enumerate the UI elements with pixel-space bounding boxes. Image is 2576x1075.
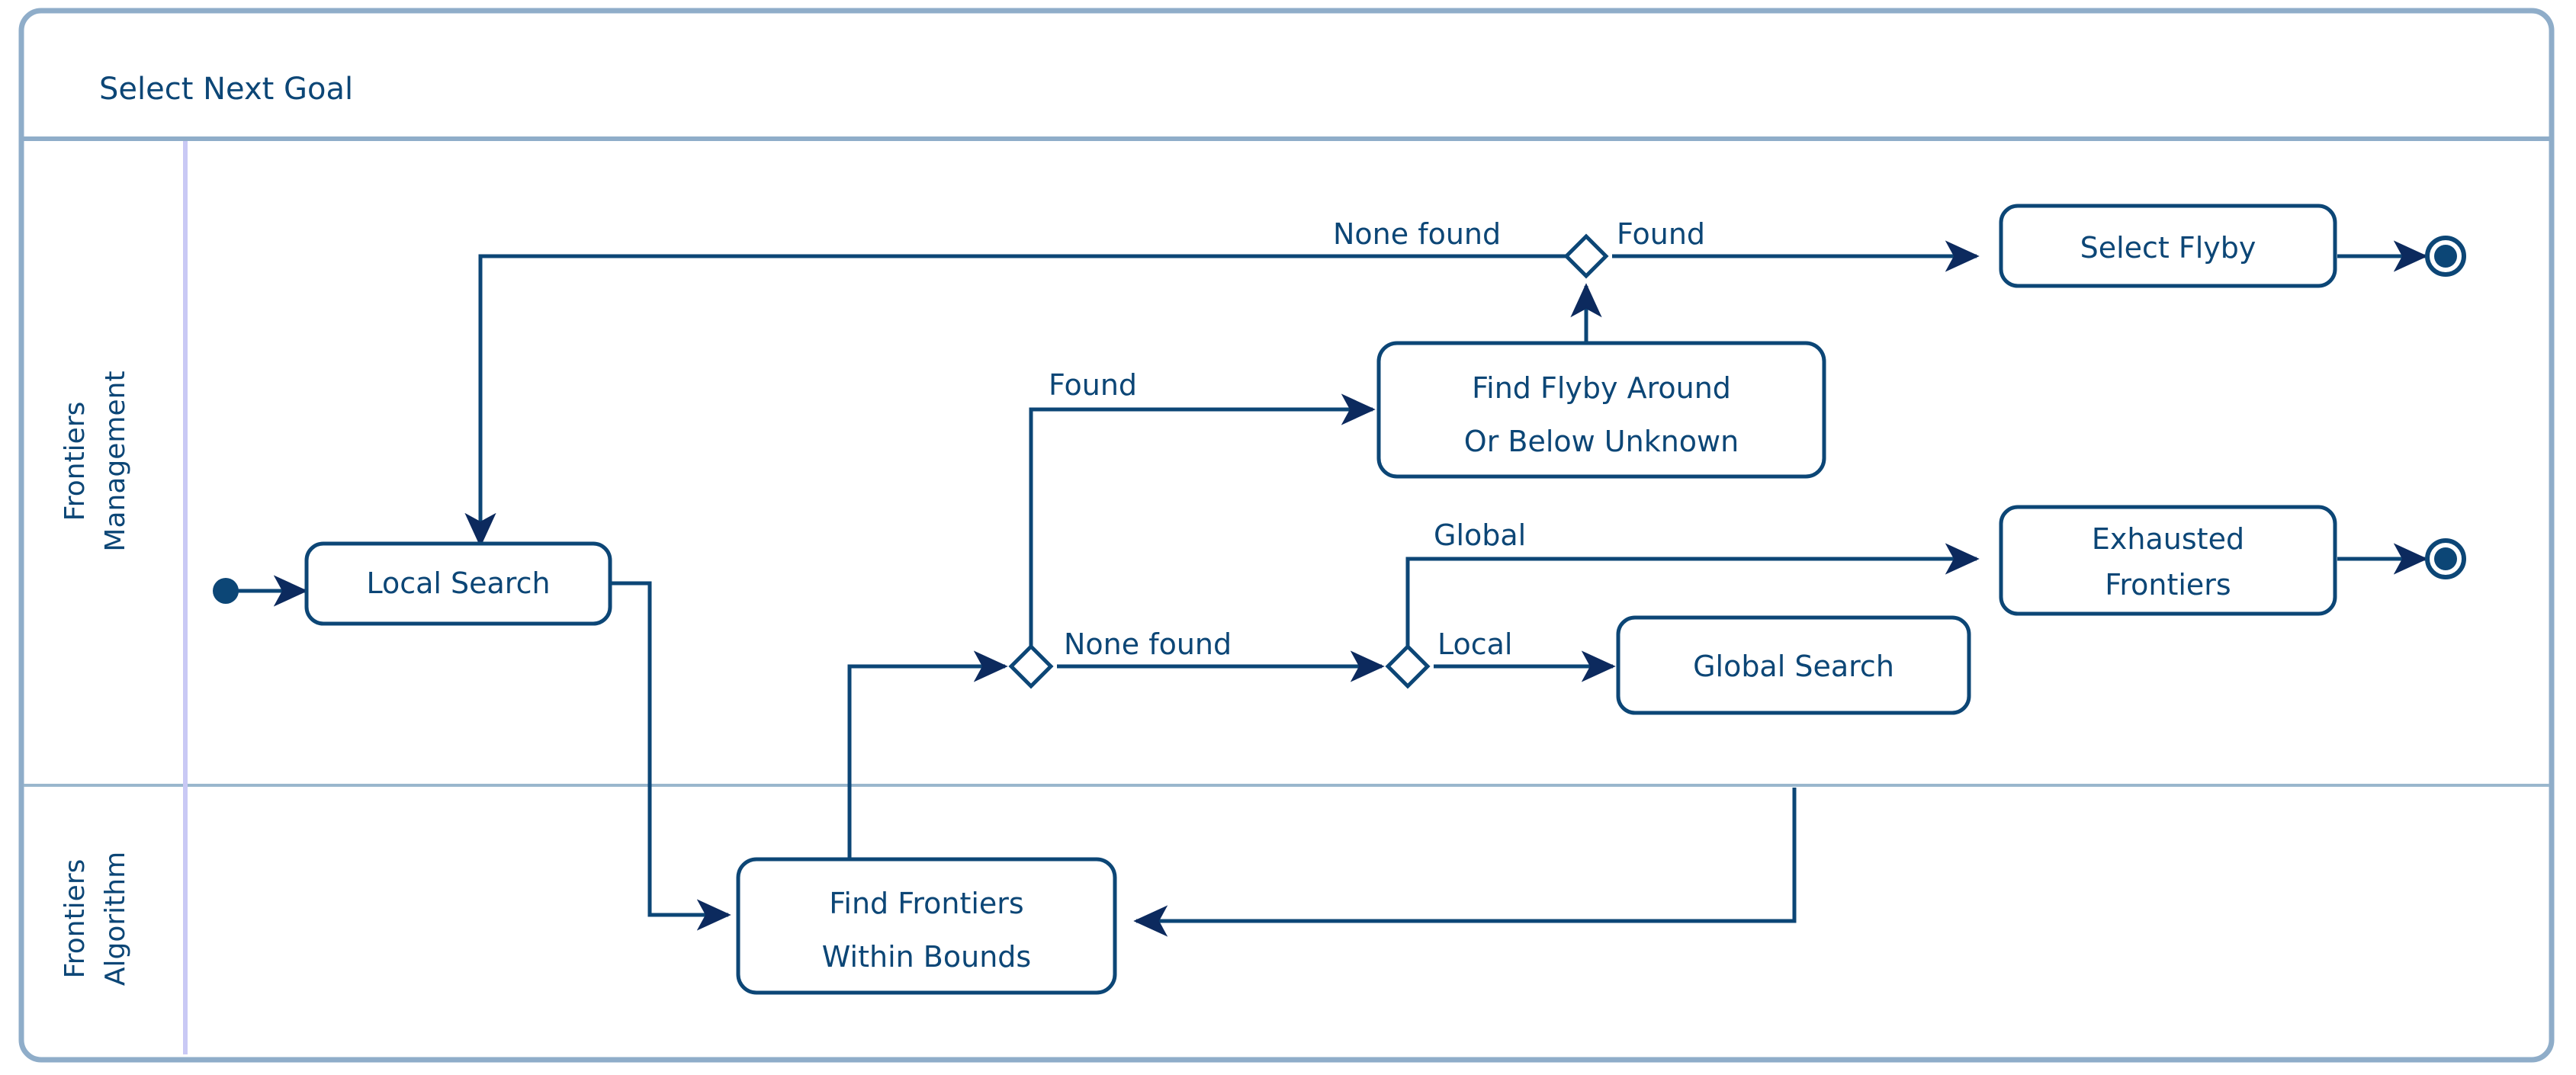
activity-global-search[interactable]: Global Search <box>1616 615 1971 715</box>
diagram-frame <box>18 8 2555 1063</box>
activity-find-frontiers-label-line1: Find Frontiers <box>829 887 1023 920</box>
activity-select-flyby-label: Select Flyby <box>2080 231 2256 265</box>
final-node-exhausted <box>2425 538 2466 579</box>
edge-label-scope-local: Local <box>1437 627 1513 661</box>
flow-local-search-to-find-frontiers <box>610 581 731 931</box>
activity-local-search[interactable]: Local Search <box>304 541 612 626</box>
activity-select-flyby[interactable]: Select Flyby <box>1999 204 2337 288</box>
activity-local-search-label: Local Search <box>366 566 550 600</box>
final-node-flyby <box>2425 236 2466 277</box>
page-title: Select Next Goal <box>99 72 353 107</box>
flow-global-search-to-find-frontiers <box>1133 788 1797 937</box>
activity-global-search-label: Global Search <box>1693 650 1894 683</box>
flow-scope-global-to-exhausted <box>1405 543 1980 647</box>
activity-exhausted-frontiers-label-line1: Exhausted <box>2092 522 2244 556</box>
activity-find-flyby-label-line2: Or Below Unknown <box>1464 425 1739 458</box>
flow-merge-top-to-local-search <box>464 254 1586 547</box>
activity-find-flyby[interactable]: Find Flyby Around Or Below Unknown <box>1376 341 1826 479</box>
activity-find-flyby-label-line1: Find Flyby Around <box>1472 371 1731 405</box>
edge-label-flyby-found: Found <box>1049 368 1137 402</box>
activity-exhausted-frontiers-label-line2: Frontiers <box>2105 568 2231 602</box>
edge-label-mid-none-found: None found <box>1064 627 1232 661</box>
swimlane-label-frontiers-management-line1: Frontiers <box>59 402 91 521</box>
activity-find-frontiers[interactable]: Find Frontiers Within Bounds <box>736 857 1117 995</box>
decision-diamond-scope <box>1385 643 1431 689</box>
flow-decision-found-to-find-flyby <box>1029 393 1376 647</box>
swimlane-label-frontiers-algorithm-line2: Algorithm <box>100 852 131 986</box>
activity-find-frontiers-label-line2: Within Bounds <box>822 940 1031 974</box>
flow-find-frontiers-to-decision <box>847 650 1008 864</box>
swimlane-label-frontiers-management-line2: Management <box>100 371 131 551</box>
activity-exhausted-frontiers[interactable]: Exhausted Frontiers <box>1999 505 2337 616</box>
decision-diamond-frontiers <box>1008 643 1054 689</box>
initial-node <box>213 578 239 604</box>
edge-label-top-none-found: None found <box>1333 217 1501 251</box>
edge-label-scope-global: Global <box>1434 518 1526 552</box>
edge-label-top-found: Found <box>1617 217 1705 251</box>
swimlane-label-frontiers-algorithm-line1: Frontiers <box>59 859 91 979</box>
merge-diamond-top <box>1563 233 1609 279</box>
